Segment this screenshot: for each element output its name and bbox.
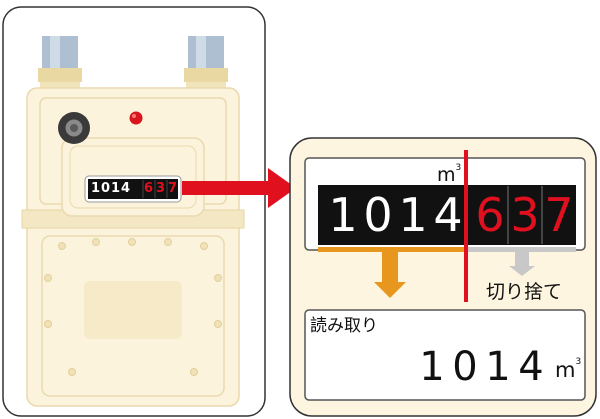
discard-label: 切り捨て	[486, 281, 563, 303]
arrow-right-icon	[182, 168, 296, 208]
reading-box	[304, 309, 586, 401]
counter-digit: 0	[363, 188, 393, 242]
reading-digit: 1	[419, 344, 445, 390]
meter-decimal-digit: 7	[167, 181, 178, 196]
right-pipe	[184, 36, 228, 92]
reading-title: 読み取り	[310, 316, 378, 336]
counter-digit: 1	[398, 188, 428, 242]
meter-rivets	[44, 238, 222, 376]
counter-digit: 1	[328, 188, 358, 242]
reading-digit: 4	[518, 344, 544, 390]
knob-icon	[58, 112, 90, 144]
arrow-down-orange-icon	[374, 252, 406, 298]
counter-decimal-digit: 3	[510, 188, 540, 242]
indicator-lamp-icon	[129, 111, 143, 125]
reading-digit: 1	[485, 344, 511, 390]
decimal-underline	[465, 247, 576, 252]
counter-decimal-digit: 6	[475, 188, 505, 242]
meter-digit: 4	[120, 181, 131, 196]
meter-digit: 1	[110, 181, 121, 196]
left-pipe	[38, 36, 82, 92]
counter-strip	[318, 185, 576, 245]
reading-digit: 0	[452, 344, 478, 390]
meter-digit: 1	[90, 181, 101, 196]
arrow-down-gray-icon	[509, 252, 535, 276]
counter-unit-label: m3	[437, 163, 462, 186]
meter-decimal-digit: 3	[155, 181, 166, 196]
integer-underline	[318, 247, 465, 252]
gas-meter-body	[21, 87, 245, 407]
counter-decimal-digit: 7	[544, 188, 574, 242]
reading-unit-label: m3	[555, 357, 582, 382]
cutoff-line	[464, 150, 468, 302]
meter-decimal-digit: 6	[143, 181, 154, 196]
counter-digit: 4	[433, 188, 463, 242]
meter-digit: 0	[100, 181, 111, 196]
